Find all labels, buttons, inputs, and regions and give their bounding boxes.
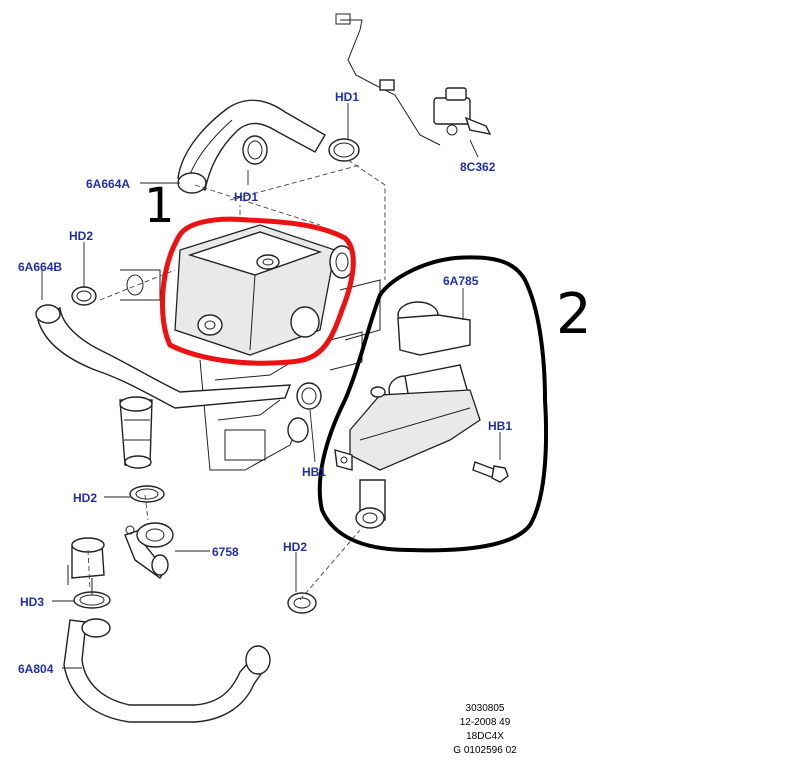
label-6a785: 6A785	[443, 274, 479, 288]
lower-left-hose-6a664b	[35, 304, 292, 469]
reference-line-1: 3030805	[466, 703, 505, 714]
handwritten-number-1: 1	[144, 178, 175, 234]
lower-pipe-6a804	[63, 618, 271, 723]
handwritten-number-2: 2	[556, 282, 592, 347]
label-6758: 6758	[212, 545, 239, 559]
label-6a664a: 6A664A	[86, 177, 130, 191]
solenoid-valve-8c362	[433, 87, 492, 136]
label-6a804: 6A804	[18, 662, 54, 676]
label-6a664b: 6A664B	[18, 260, 62, 274]
hd3-clamp	[67, 537, 111, 609]
hd1-clamp-top	[328, 138, 360, 162]
red-highlight-circle	[160, 216, 356, 366]
label-hd2-bottom-right: HD2	[283, 540, 307, 554]
thermostat-6758	[124, 522, 174, 580]
engine-block	[120, 269, 381, 471]
callout-labels: HD1 8C362 6A664A HD1 HD2 6A664B 6A785 HB…	[18, 90, 512, 676]
hd2-clamp-left	[71, 286, 97, 306]
label-hd1-top: HD1	[335, 90, 359, 104]
label-hd2-bottom-left: HD2	[73, 491, 97, 505]
label-hd2-left: HD2	[69, 229, 93, 243]
hb1-bolt	[472, 461, 509, 483]
reference-line-2: 12-2008 49	[460, 717, 511, 728]
reference-line-3: 18DC4X	[466, 731, 504, 742]
hd1-clamp-left	[242, 135, 268, 165]
label-hb1-right: HB1	[488, 419, 512, 433]
label-hd3: HD3	[20, 595, 44, 609]
hd2-clamp-bottom-left	[129, 485, 165, 503]
vacuum-line-8c362	[335, 13, 441, 146]
label-hd1-clamp: HD1	[234, 190, 258, 204]
label-hb1-lower: HB1	[302, 465, 326, 479]
upper-hose-6a664a	[177, 99, 326, 194]
reference-line-4: G 0102596 02	[453, 745, 517, 756]
reference-block: 3030805 12-2008 49 18DC4X G 0102596 02	[453, 703, 517, 756]
assembly-guide-lines	[87, 159, 386, 601]
label-8c362: 8C362	[460, 160, 496, 174]
thermostat-housing	[174, 224, 355, 356]
hb1-clamp-center	[287, 382, 322, 443]
black-highlight-circle	[317, 255, 549, 553]
coolant-outlet-6a785	[334, 301, 481, 529]
leader-lines	[41, 103, 501, 669]
hd2-clamp-bottom-right	[287, 592, 317, 614]
